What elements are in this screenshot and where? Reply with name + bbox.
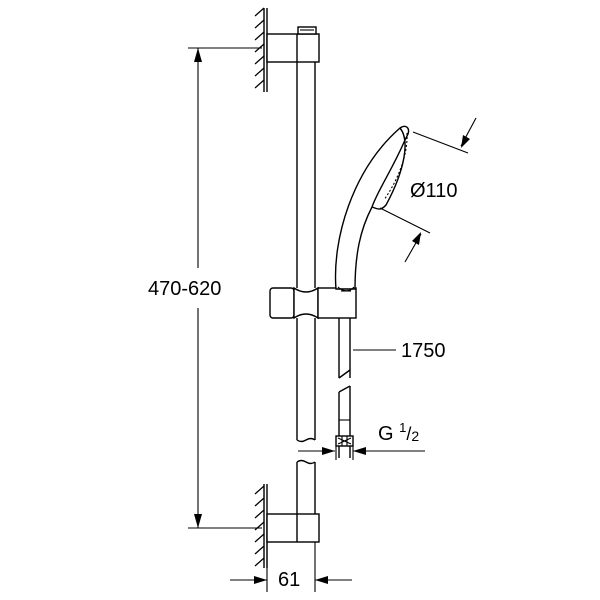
connection-denominator: 2 xyxy=(411,428,420,444)
connection-label: G 1/2 xyxy=(378,421,420,445)
connection-numerator: 1 xyxy=(399,420,407,435)
shower-hose xyxy=(335,318,354,458)
rail-height-label: 470-620 xyxy=(148,278,222,300)
wall-top xyxy=(254,7,268,92)
wall-bottom xyxy=(254,484,268,568)
hose-length-label: 1750 xyxy=(401,340,446,362)
top-wall-bracket xyxy=(266,26,320,63)
head-diameter-label: Ø110 xyxy=(410,180,458,202)
rail-height-dimension xyxy=(188,47,262,529)
connection-dimension xyxy=(298,446,425,460)
bottom-wall-bracket xyxy=(266,513,320,543)
shower-rail xyxy=(296,62,316,514)
wall-offset-label: 61 xyxy=(278,569,301,591)
connection-slash: / xyxy=(406,424,412,444)
wall-offset-dimension xyxy=(230,542,352,592)
connection-prefix: G xyxy=(378,423,394,445)
hand-shower xyxy=(334,125,410,292)
head-diameter-dimension xyxy=(379,117,477,263)
slider-holder xyxy=(269,286,357,320)
